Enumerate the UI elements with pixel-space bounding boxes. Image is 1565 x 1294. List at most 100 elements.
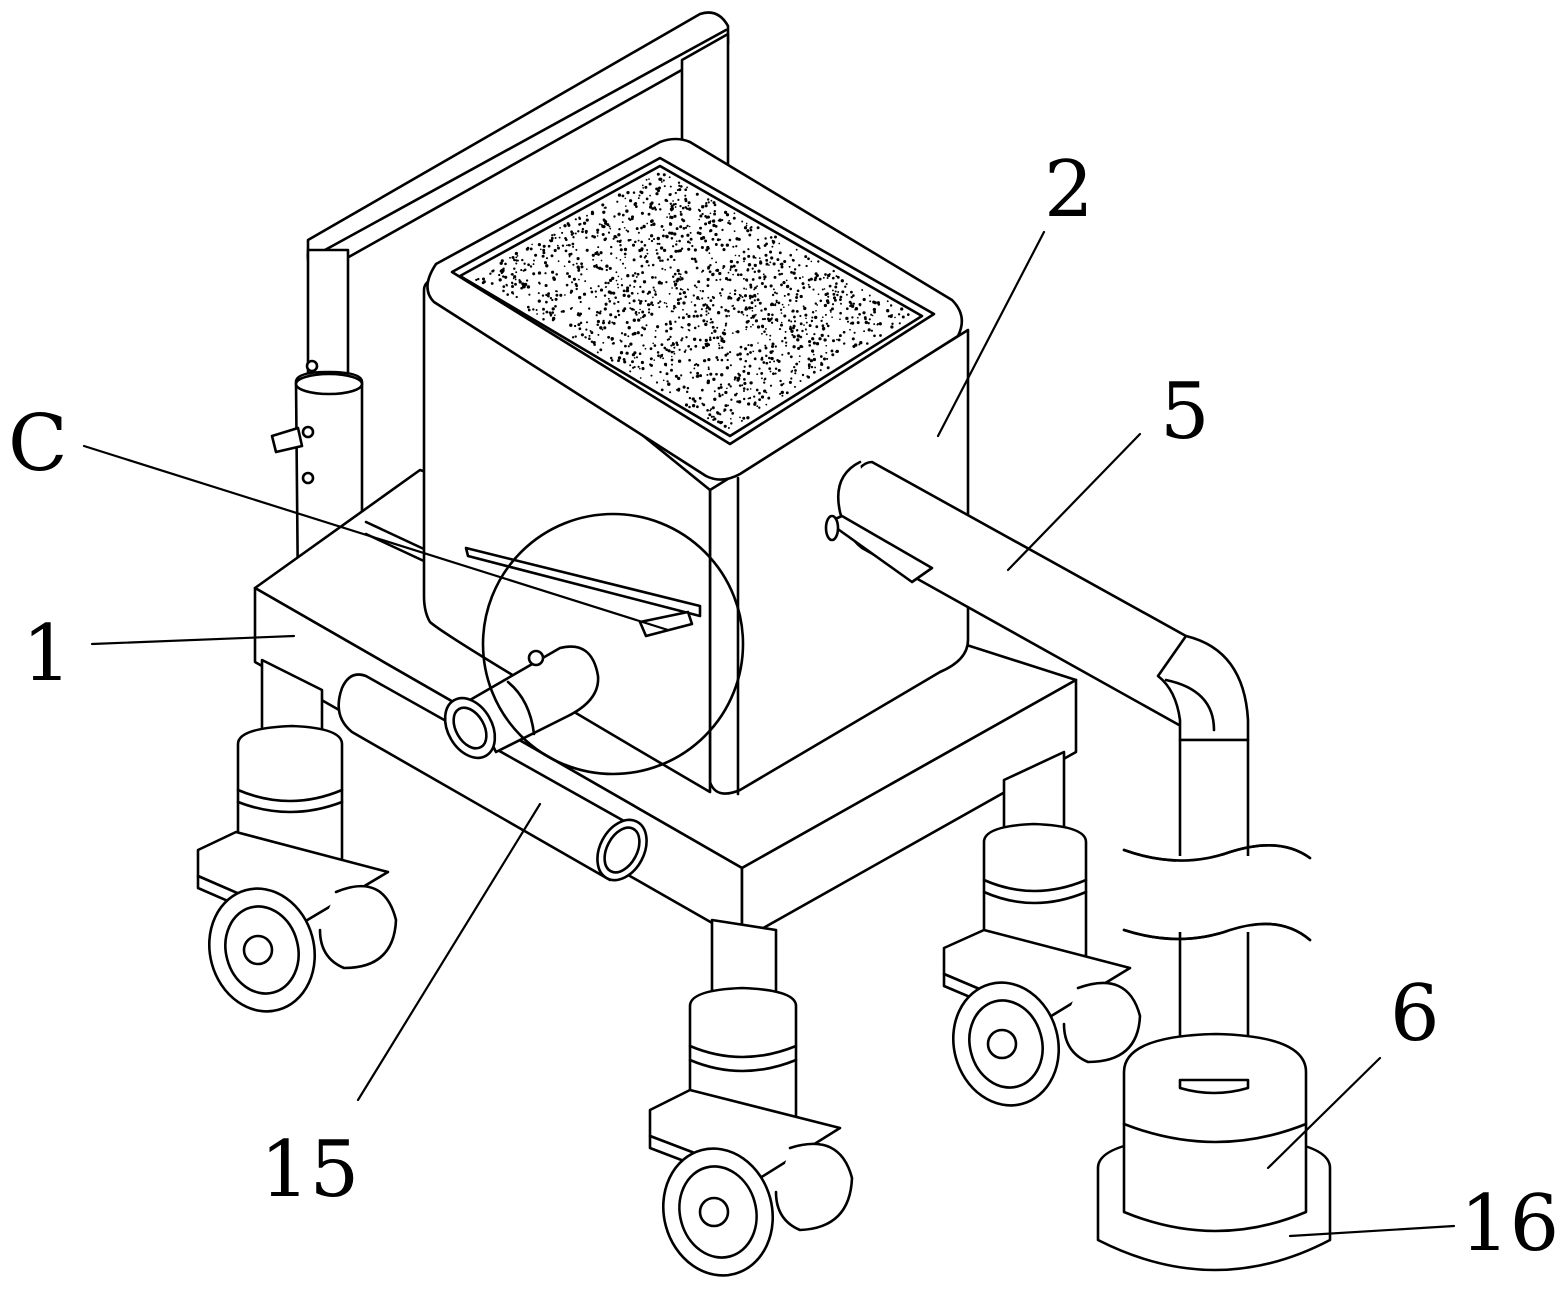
stipple-dot bbox=[644, 185, 648, 189]
stipple-dot bbox=[548, 311, 552, 314]
stipple-dot bbox=[681, 326, 684, 329]
stipple-dot bbox=[653, 359, 656, 361]
stipple-dot bbox=[850, 304, 855, 308]
stipple-dot bbox=[673, 282, 678, 286]
stipple-dot bbox=[585, 268, 588, 271]
stipple-dot bbox=[631, 274, 635, 277]
stipple-dot bbox=[654, 293, 657, 296]
stipple-dot bbox=[639, 377, 642, 379]
stipple-dot bbox=[614, 296, 617, 299]
stipple-dot bbox=[637, 318, 641, 322]
stipple-dot bbox=[668, 231, 672, 235]
stipple-dot bbox=[668, 213, 671, 215]
stipple-dot bbox=[701, 212, 704, 216]
stipple-dot bbox=[712, 201, 716, 205]
stipple-dot bbox=[631, 307, 634, 311]
stipple-dot bbox=[788, 380, 792, 384]
stipple-dot bbox=[838, 334, 842, 338]
stipple-dot bbox=[699, 226, 703, 230]
stipple-dot bbox=[696, 297, 699, 300]
stipple-dot bbox=[549, 296, 553, 300]
stipple-dot bbox=[689, 371, 692, 374]
stipple-dot bbox=[692, 314, 696, 318]
stipple-dot bbox=[820, 333, 824, 338]
stipple-dot bbox=[554, 236, 557, 240]
stipple-dot bbox=[738, 373, 742, 377]
stipple-dot bbox=[798, 276, 802, 280]
stipple-dot bbox=[500, 259, 504, 263]
stipple-dot bbox=[637, 197, 640, 200]
stipple-dot bbox=[604, 281, 607, 285]
stipple-dot bbox=[676, 268, 680, 273]
stipple-dot bbox=[743, 381, 747, 385]
stipple-dot bbox=[653, 344, 657, 347]
stipple-dot bbox=[845, 307, 849, 311]
stipple-dot bbox=[756, 285, 759, 288]
stipple-dot bbox=[652, 222, 656, 226]
stipple-dot bbox=[588, 337, 591, 341]
stipple-dot bbox=[541, 254, 545, 258]
stipple-dot bbox=[787, 293, 790, 296]
stipple-dot bbox=[666, 338, 669, 341]
stipple-dot bbox=[721, 219, 724, 221]
stipple-dot bbox=[632, 299, 636, 303]
stipple-dot bbox=[619, 259, 622, 261]
stipple-dot bbox=[599, 348, 603, 352]
stipple-dot bbox=[826, 357, 829, 360]
stipple-dot bbox=[733, 212, 736, 215]
stipple-dot bbox=[677, 359, 682, 363]
stipple-dot bbox=[674, 320, 677, 323]
stipple-dot bbox=[647, 303, 651, 307]
stipple-dot bbox=[632, 258, 636, 262]
stipple-dot bbox=[758, 301, 762, 305]
stipple-dot bbox=[672, 203, 676, 206]
stipple-dot bbox=[831, 289, 834, 292]
stipple-dot bbox=[584, 336, 587, 339]
stipple-dot bbox=[537, 299, 541, 303]
stipple-dot bbox=[729, 364, 732, 367]
stipple-dot bbox=[577, 323, 581, 327]
stipple-dot bbox=[794, 372, 797, 375]
stipple-dot bbox=[788, 299, 792, 302]
stipple-dot bbox=[567, 243, 571, 247]
stipple-dot bbox=[755, 313, 757, 316]
stipple-dot bbox=[649, 363, 652, 366]
stipple-dot bbox=[682, 227, 686, 230]
stipple-dot bbox=[768, 367, 772, 370]
stipple-dot bbox=[660, 388, 664, 392]
stipple-dot bbox=[731, 332, 734, 334]
stipple-dot bbox=[527, 308, 531, 312]
stipple-dot bbox=[607, 335, 611, 339]
stipple-dot bbox=[612, 237, 615, 240]
stipple-dot bbox=[642, 224, 646, 229]
stipple-dot bbox=[794, 369, 797, 372]
stipple-dot bbox=[666, 380, 669, 383]
stipple-dot bbox=[596, 228, 600, 232]
stipple-dot bbox=[542, 318, 545, 321]
stipple-dot bbox=[760, 282, 764, 285]
stipple-dot bbox=[728, 222, 732, 225]
stipple-dot bbox=[711, 320, 714, 324]
stipple-dot bbox=[610, 245, 613, 249]
stipple-dot bbox=[635, 206, 638, 209]
stipple-dot bbox=[719, 385, 723, 389]
stipple-dot bbox=[711, 257, 713, 260]
stipple-dot bbox=[764, 346, 768, 350]
stipple-dot bbox=[590, 331, 594, 335]
stipple-dot bbox=[619, 351, 624, 355]
stipple-dot bbox=[812, 351, 814, 353]
stipple-dot bbox=[745, 325, 748, 329]
stipple-dot bbox=[811, 337, 815, 341]
stipple-dot bbox=[733, 230, 736, 233]
stipple-dot bbox=[708, 338, 712, 342]
stipple-dot bbox=[651, 263, 655, 267]
stipple-dot bbox=[683, 350, 687, 353]
stipple-dot bbox=[642, 280, 647, 284]
stipple-dot bbox=[666, 216, 668, 218]
stipple-dot bbox=[676, 301, 681, 306]
stipple-dot bbox=[801, 282, 805, 286]
stipple-dot bbox=[706, 304, 709, 307]
stipple-dot bbox=[701, 205, 705, 209]
stipple-dot bbox=[879, 334, 882, 337]
stipple-dot bbox=[670, 368, 673, 372]
